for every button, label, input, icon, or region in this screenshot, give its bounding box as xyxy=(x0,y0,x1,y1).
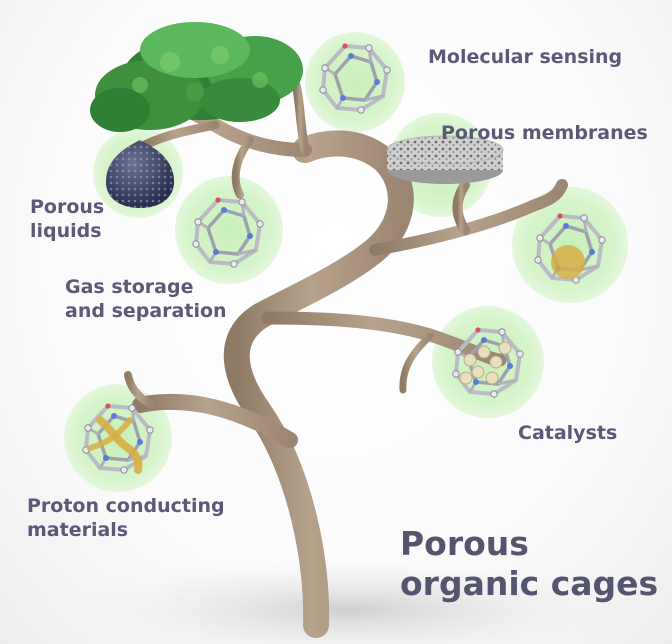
label-molecular-sensing: Molecular sensing xyxy=(428,46,623,68)
porous-membrane-disc xyxy=(386,135,504,184)
halo-molecular-sensing xyxy=(305,32,405,132)
figure-title-line2: organic cages xyxy=(400,564,659,603)
figure-title: Porous organic cages xyxy=(400,524,658,604)
label-proton-conducting-line2: materials xyxy=(27,519,129,541)
label-gas-storage-line1: Gas storage xyxy=(65,276,194,298)
label-catalysts: Catalysts xyxy=(518,422,618,444)
porous-liquid-droplet xyxy=(106,140,174,208)
figure-title-line1: Porous xyxy=(400,524,529,563)
label-porous-membranes: Porous membranes xyxy=(441,122,648,144)
cage-right-gold xyxy=(532,211,608,286)
halo-gas-storage xyxy=(175,176,283,284)
catalyst-cage xyxy=(450,325,526,400)
label-gas-storage: Gas storage and separation xyxy=(65,275,227,323)
halo-cage-right xyxy=(512,187,628,303)
label-proton-conducting: Proton conducting materials xyxy=(27,494,225,542)
tree-foliage xyxy=(90,22,303,132)
label-porous-liquids-line1: Porous xyxy=(30,196,105,218)
label-porous-liquids: Porous liquids xyxy=(30,195,104,243)
label-proton-conducting-line1: Proton conducting xyxy=(27,495,225,517)
proton-channel-cage xyxy=(80,401,156,476)
label-porous-liquids-line2: liquids xyxy=(30,220,102,242)
label-gas-storage-line2: and separation xyxy=(65,300,227,322)
ground-shadow xyxy=(50,555,650,644)
